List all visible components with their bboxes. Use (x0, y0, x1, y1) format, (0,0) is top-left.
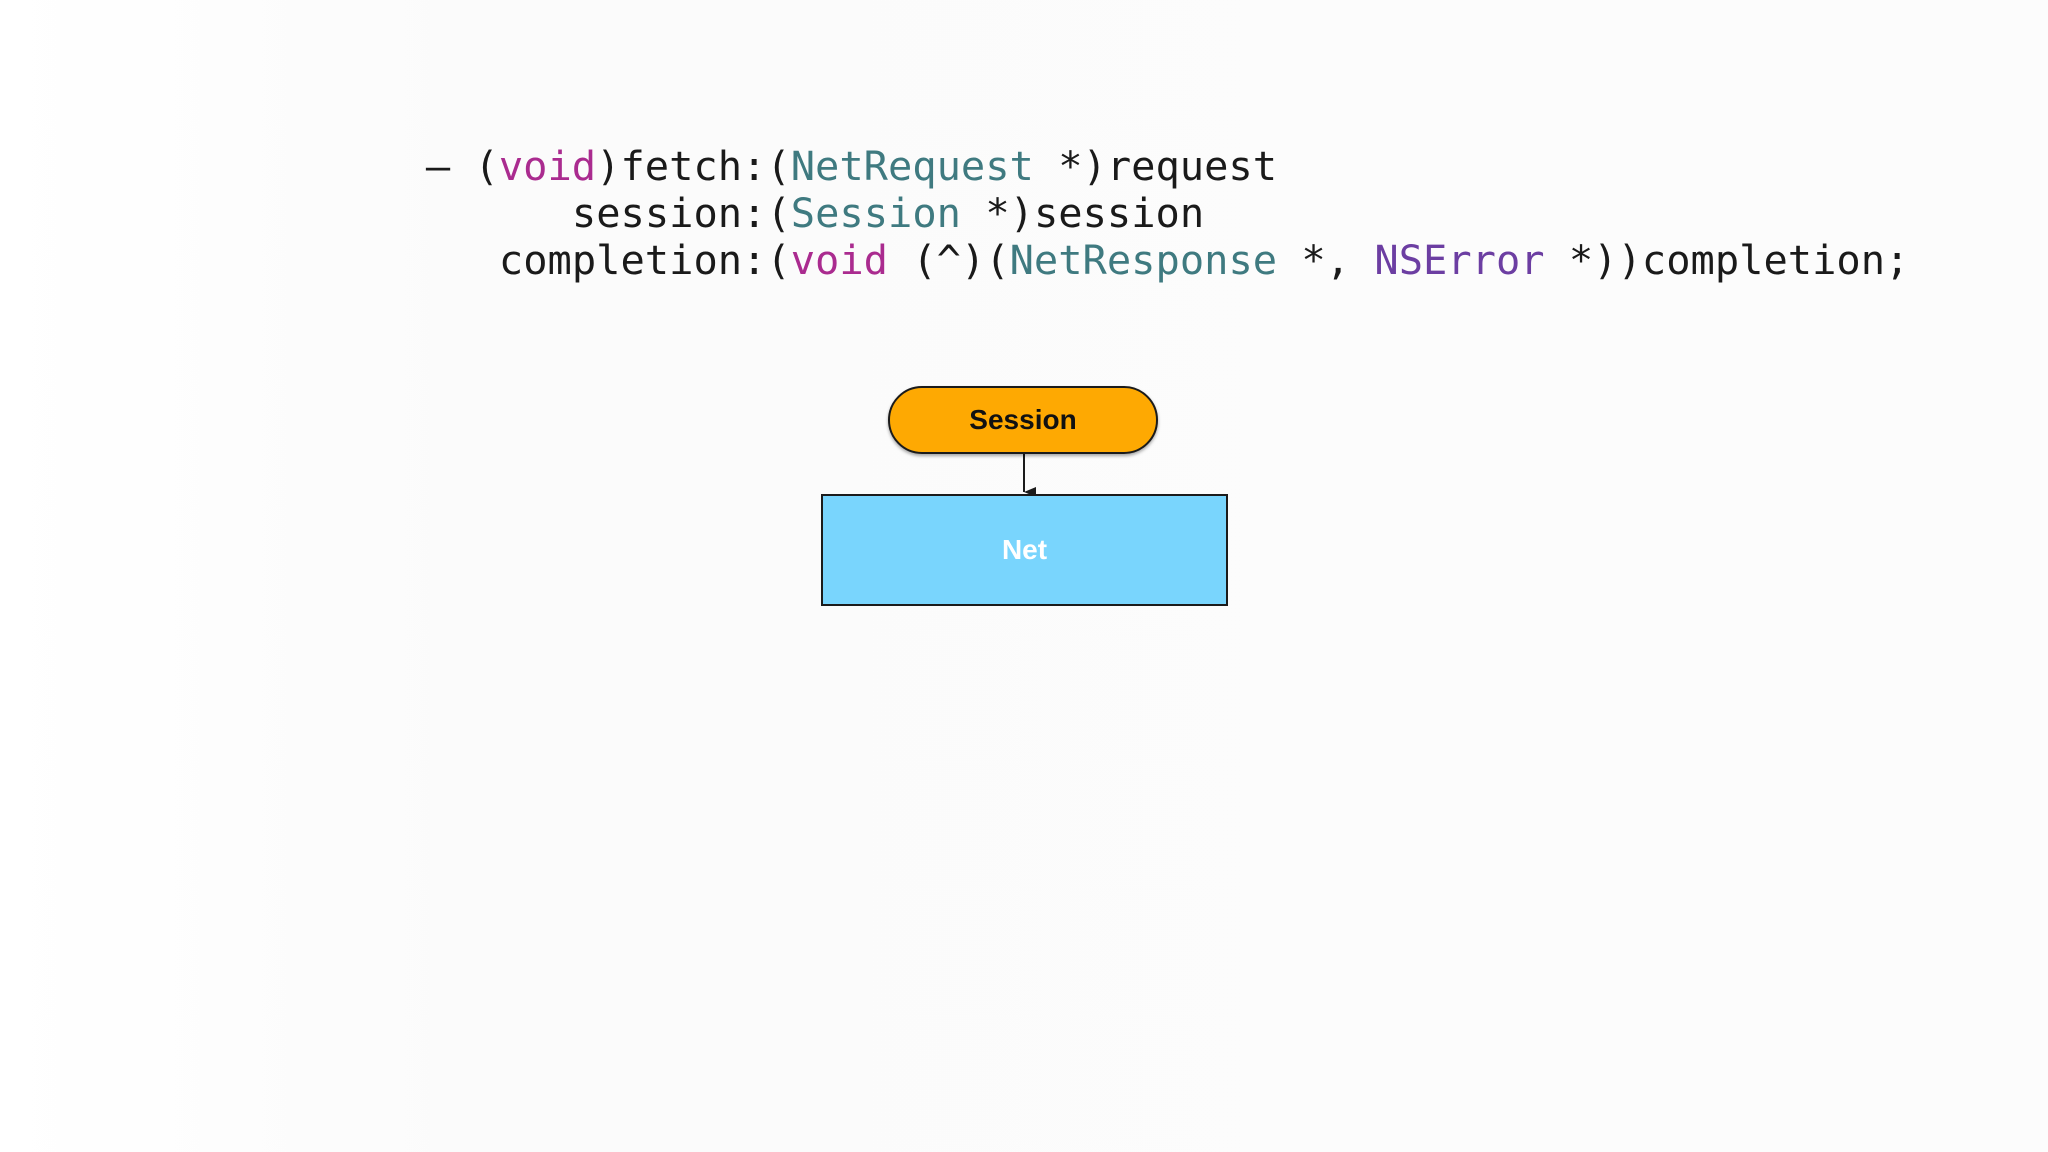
net-node: Net (821, 494, 1228, 606)
code-token: completion:( (498, 236, 791, 284)
code-keyword: void (790, 236, 888, 284)
code-framework-type: NSError (1374, 236, 1545, 284)
code-token: *))completion; (1544, 236, 1910, 284)
code-token: *, (1277, 236, 1375, 284)
net-node-label: Net (1001, 534, 1048, 565)
code-type: Session (790, 189, 961, 237)
code-type: NetRequest (790, 142, 1034, 190)
code-token: (^)( (888, 236, 1010, 284)
code-token: *)request (1033, 142, 1278, 190)
code-line-1: – (void)fetch:(NetRequest *)request (280, 96, 1277, 237)
code-line-3: completion:(void (^)(NetResponse *, NSEr… (353, 190, 1909, 331)
code-line-2: session:(Session *)session (426, 143, 1204, 284)
session-node: Session (888, 386, 1158, 454)
session-node-label: Session (969, 404, 1077, 435)
code-token: session:( (571, 189, 791, 237)
code-token: )fetch:( (596, 142, 791, 190)
code-token: *)session (961, 189, 1205, 237)
code-type: NetResponse (1009, 236, 1278, 284)
code-token: – ( (425, 142, 499, 190)
code-keyword: void (498, 142, 597, 190)
